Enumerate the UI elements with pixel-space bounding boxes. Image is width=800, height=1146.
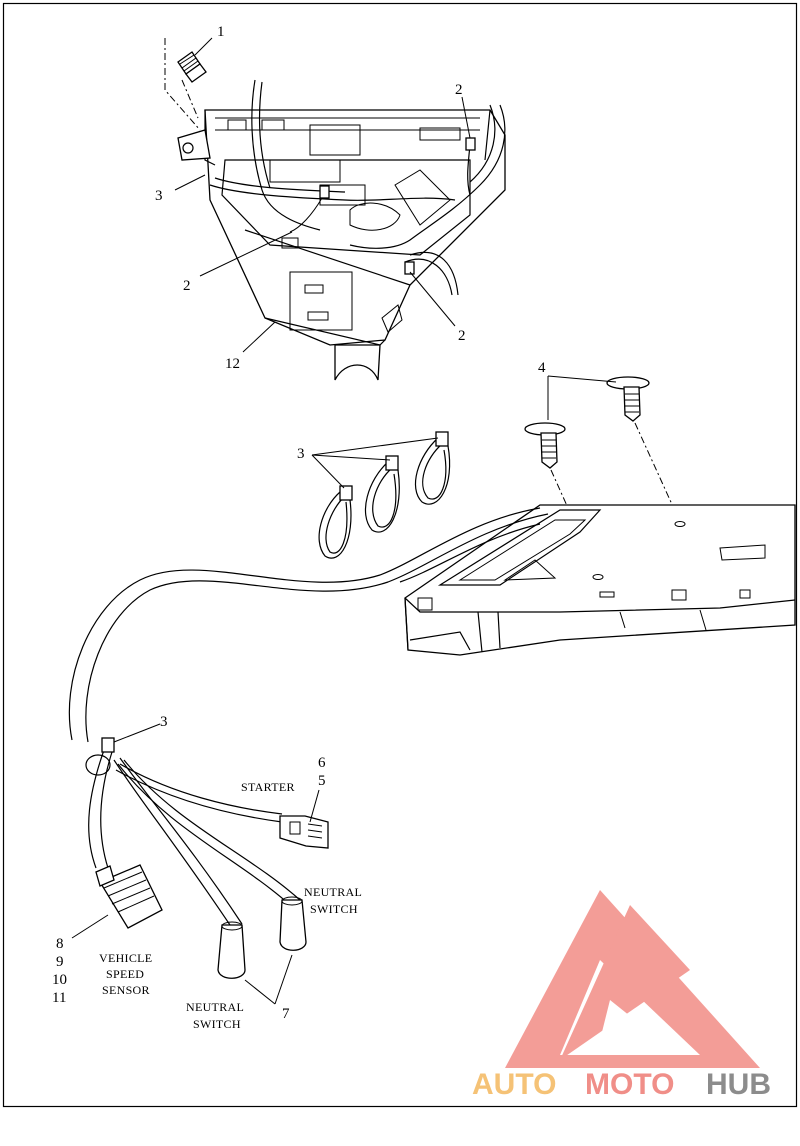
cable-strap-icon <box>318 431 451 559</box>
callout-2-top: 2 <box>455 82 463 98</box>
callout-2-right: 2 <box>458 328 466 344</box>
callout-3-top: 3 <box>155 188 163 204</box>
label-neutral-switch-left-1: NEUTRAL <box>186 1000 244 1014</box>
label-neutral-switch-left-2: SWITCH <box>193 1017 241 1031</box>
callout-1: 1 <box>217 24 225 40</box>
screw-icon <box>177 51 207 83</box>
label-vss-2: SPEED <box>106 967 144 981</box>
watermark-moto: MOTO <box>585 1068 674 1101</box>
callout-10: 10 <box>52 972 67 988</box>
push-pin-icon <box>524 376 650 469</box>
callout-3-harness: 3 <box>160 714 168 730</box>
starter-connector-icon <box>279 815 329 849</box>
label-starter: STARTER <box>241 780 295 794</box>
callout-7: 7 <box>282 1006 290 1022</box>
callout-5: 5 <box>318 773 326 789</box>
callout-4: 4 <box>538 360 546 376</box>
callout-11: 11 <box>52 990 66 1006</box>
label-vss-1: VEHICLE <box>99 951 152 965</box>
callout-2-left: 2 <box>183 278 191 294</box>
vss-connector-icon <box>95 864 163 929</box>
callout-9: 9 <box>56 954 64 970</box>
callout-8: 8 <box>56 936 64 952</box>
watermark-auto: AUTO <box>472 1068 556 1101</box>
label-vss-3: SENSOR <box>102 983 150 997</box>
callout-12: 12 <box>225 356 240 372</box>
watermark-hub: HUB <box>706 1068 771 1101</box>
label-neutral-switch-right-2: SWITCH <box>310 902 358 916</box>
page-border <box>2 2 798 1108</box>
neutral-switch-terminal-icon <box>217 896 307 979</box>
housing-assembly <box>177 79 506 381</box>
harness-strap-icon <box>85 737 115 776</box>
mounting-bracket <box>404 504 796 656</box>
wire-harness <box>68 507 549 929</box>
callout-6: 6 <box>318 755 326 771</box>
callout-3-straps: 3 <box>297 446 305 462</box>
label-neutral-switch-right-1: NEUTRAL <box>304 885 362 899</box>
automotohub-logo <box>505 890 760 1068</box>
